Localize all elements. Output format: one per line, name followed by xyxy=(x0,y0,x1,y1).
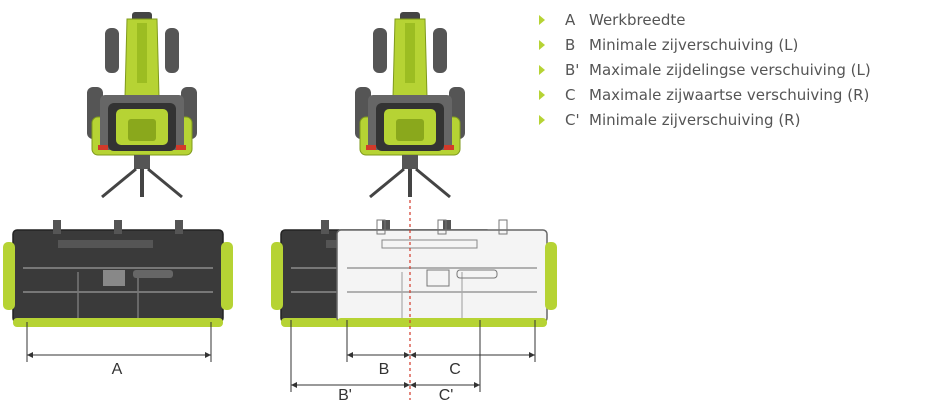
triangle-bullet-icon xyxy=(539,65,545,75)
legend-key: A xyxy=(565,11,576,29)
dimension-label-c: C xyxy=(449,361,461,378)
right-tractor xyxy=(353,10,467,199)
triangle-bullet-icon xyxy=(539,15,545,25)
legend-text: Werkbreedte xyxy=(589,11,686,29)
dimension-arrowheads xyxy=(27,352,535,388)
triangle-bullet-icon xyxy=(539,90,545,100)
legend-text: Maximale zijwaartse verschuiving (R) xyxy=(589,86,870,104)
dimension-label-b: B xyxy=(379,361,390,378)
legend-key: B' xyxy=(565,61,580,79)
dimension-label-a: A xyxy=(112,361,123,378)
triangle-bullet-icon xyxy=(539,40,545,50)
legend-text: Minimale zijverschuiving (L) xyxy=(589,36,799,54)
triangle-bullet-icon xyxy=(539,115,545,125)
legend-item-b: B Minimale zijverschuiving (L) xyxy=(535,33,871,58)
left-mower xyxy=(2,219,234,328)
legend-key: B xyxy=(565,36,576,54)
legend-item-c-prime: C' Minimale zijverschuiving (R) xyxy=(535,108,871,133)
legend-text: Minimale zijverschuiving (R) xyxy=(589,111,801,129)
legend-item-a: A Werkbreedte xyxy=(535,8,871,33)
dimension-lines xyxy=(26,320,536,392)
legend-key: C xyxy=(565,86,576,104)
legend-key: C' xyxy=(565,111,580,129)
dimension-label-b-prime: B' xyxy=(338,387,352,401)
dimension-label-c-prime: C' xyxy=(439,387,454,401)
legend-text: Maximale zijdelingse verschuiving (L) xyxy=(589,61,871,79)
right-mower-right-position xyxy=(336,219,558,328)
legend-item-b-prime: B' Maximale zijdelingse verschuiving (L) xyxy=(535,58,871,83)
dimension-legend: A Werkbreedte B Minimale zijverschuiving (… xyxy=(535,8,871,133)
legend-item-c: C Maximale zijwaartse verschuiving (R) xyxy=(535,83,871,108)
left-tractor xyxy=(85,10,199,199)
